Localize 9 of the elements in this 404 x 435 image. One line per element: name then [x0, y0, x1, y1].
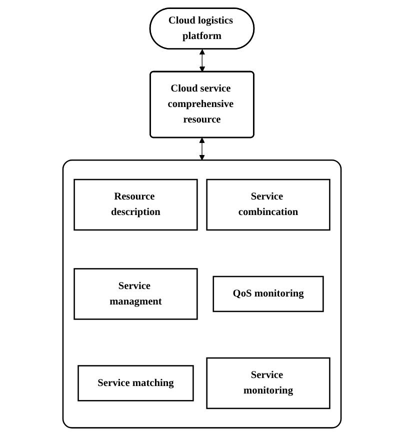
arrow: [199, 137, 205, 160]
node-box: Service monitoring: [206, 356, 330, 409]
node-box: Service managment: [74, 268, 198, 320]
node-box: Resource description: [74, 178, 198, 230]
cluster: [62, 158, 342, 428]
node-box: QoS monitoring: [212, 275, 324, 312]
node-box: Service combincation: [206, 178, 330, 230]
node-box: Service matching: [78, 364, 194, 401]
arrow: [199, 48, 206, 72]
